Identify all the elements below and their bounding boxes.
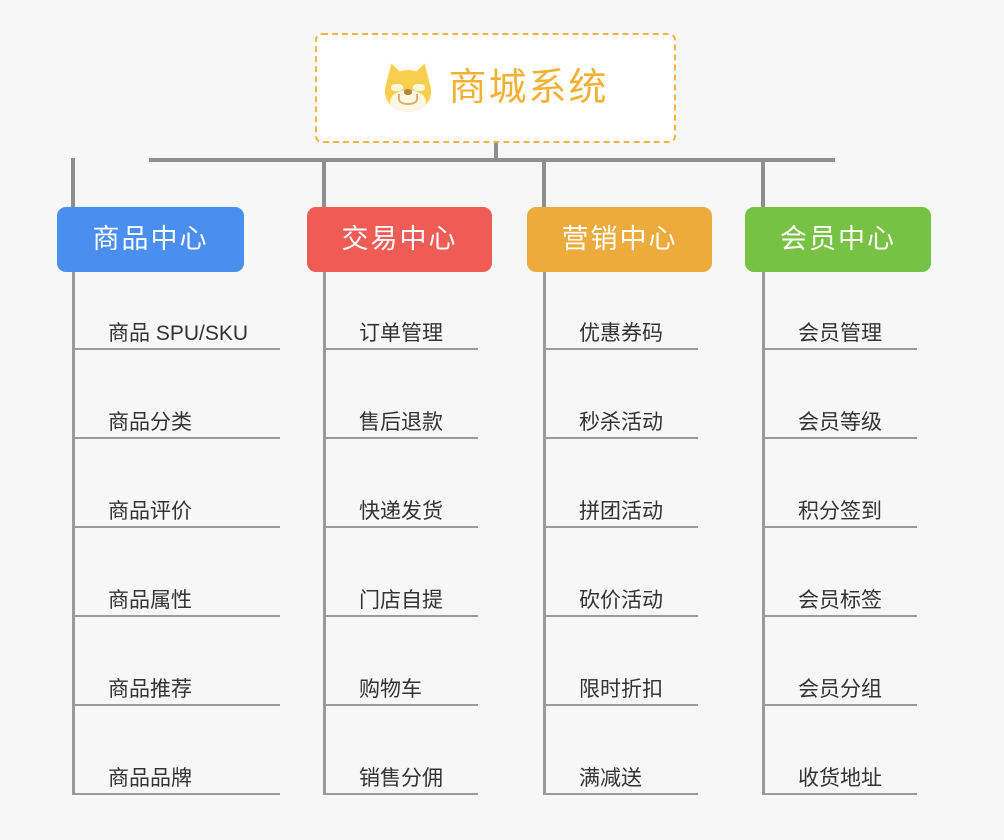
- leaf-label: 订单管理: [359, 322, 443, 345]
- leaf-label: 会员管理: [798, 322, 882, 345]
- leaf-spine: [72, 272, 75, 795]
- leaf-underline: [762, 793, 917, 795]
- connector-root-stem: [494, 143, 498, 162]
- category-label: 营销中心: [561, 224, 678, 254]
- leaf-label: 限时折扣: [579, 678, 663, 701]
- leaf-underline: [762, 615, 917, 617]
- leaf-spine: [323, 272, 326, 795]
- leaf-label: 满减送: [579, 767, 642, 790]
- root-node[interactable]: 商城系统: [315, 33, 676, 143]
- connector-drop-member-center: [761, 158, 765, 207]
- leaf-underline: [72, 526, 280, 528]
- leaf-label: 商品分类: [108, 411, 192, 434]
- leaf-underline: [323, 615, 478, 617]
- connector-drop-product-center: [71, 158, 75, 207]
- category-label: 交易中心: [341, 224, 458, 254]
- leaf-underline: [323, 348, 478, 350]
- leaf-label: 购物车: [359, 678, 422, 701]
- leaf-underline: [762, 437, 917, 439]
- leaf-underline: [72, 704, 280, 706]
- leaf-underline: [543, 615, 698, 617]
- leaf-label: 优惠券码: [579, 322, 663, 345]
- leaf-label: 砍价活动: [579, 589, 663, 612]
- leaf-label: 快递发货: [359, 500, 443, 523]
- leaf-label: 收货地址: [798, 767, 882, 790]
- leaf-label: 商品品牌: [108, 767, 192, 790]
- leaf-label: 拼团活动: [579, 500, 663, 523]
- leaf-label: 商品属性: [108, 589, 192, 612]
- category-box-trade-center[interactable]: 交易中心: [307, 207, 492, 272]
- connector-drop-marketing-center: [542, 158, 546, 207]
- shiba-dog-icon: [381, 60, 436, 113]
- category-box-member-center[interactable]: 会员中心: [745, 207, 931, 272]
- category-box-marketing-center[interactable]: 营销中心: [527, 207, 712, 272]
- leaf-underline: [543, 793, 698, 795]
- leaf-label: 销售分佣: [359, 767, 443, 790]
- connector-drop-trade-center: [322, 158, 326, 207]
- leaf-underline: [762, 348, 917, 350]
- leaf-label: 会员分组: [798, 678, 882, 701]
- leaf-underline: [323, 437, 478, 439]
- connector-horizontal-bus: [149, 158, 835, 162]
- leaf-label: 商品评价: [108, 500, 192, 523]
- leaf-underline: [72, 793, 280, 795]
- leaf-underline: [72, 348, 280, 350]
- category-label: 商品中心: [92, 224, 209, 254]
- leaf-label: 会员等级: [798, 411, 882, 434]
- leaf-label: 售后退款: [359, 411, 443, 434]
- leaf-label: 会员标签: [798, 589, 882, 612]
- leaf-spine: [762, 272, 765, 795]
- leaf-label: 秒杀活动: [579, 411, 663, 434]
- leaf-label: 商品 SPU/SKU: [108, 322, 249, 345]
- leaf-underline: [543, 704, 698, 706]
- leaf-underline: [72, 615, 280, 617]
- leaf-label: 商品推荐: [108, 678, 192, 701]
- leaf-underline: [323, 526, 478, 528]
- leaf-label: 门店自提: [359, 589, 443, 612]
- root-title: 商城系统: [448, 67, 609, 109]
- leaf-underline: [543, 437, 698, 439]
- leaf-underline: [762, 526, 917, 528]
- leaf-underline: [762, 704, 917, 706]
- leaf-label: 积分签到: [798, 500, 882, 523]
- leaf-underline: [323, 793, 478, 795]
- leaf-underline: [72, 437, 280, 439]
- leaf-underline: [323, 704, 478, 706]
- category-label: 会员中心: [780, 224, 896, 254]
- leaf-spine: [543, 272, 546, 795]
- leaf-underline: [543, 348, 698, 350]
- category-box-product-center[interactable]: 商品中心: [57, 207, 244, 272]
- leaf-underline: [543, 526, 698, 528]
